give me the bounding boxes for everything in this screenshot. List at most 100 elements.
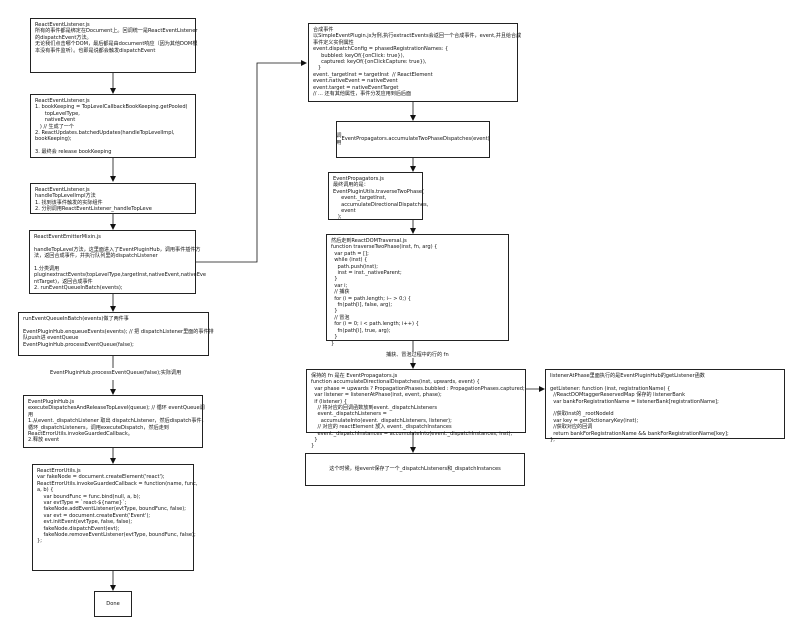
text-line: var evtType = `react-${name}`; — [37, 500, 127, 507]
text-line: } — [331, 308, 338, 315]
text-line: ReactErrorUtils.js — [37, 468, 81, 474]
text-line: event.nativeEvent = nativeEvent — [313, 78, 398, 85]
text-line: }; — [37, 538, 42, 545]
text-line: 合成事件 — [313, 27, 334, 33]
text-line: path.push(inst); — [331, 263, 379, 270]
text-line: 2. ReactUpdates.batchedUpdates(handleTop… — [35, 130, 175, 137]
text-line: 以SimpleEventPlugin.js为例,执行extractEvents会… — [313, 33, 522, 40]
text-line: EventPluginHub.enqueueEvents(events); //… — [23, 328, 214, 335]
text-line: //获取对应的回调 — [550, 424, 593, 431]
text-line: ReactEventEmitterMixin.js — [34, 234, 101, 240]
text-line: } — [311, 443, 315, 450]
text-line: accumulateDirectionalDispatches, — [333, 201, 429, 208]
text-line: fakeNode.dispatchEvent(evt); — [37, 525, 120, 532]
text-line: ReactErrorUtils.invokeGuardedCallback = … — [37, 480, 198, 487]
text-line: fakeNode.addEventListener(evtType, bound… — [37, 506, 186, 513]
text-line: Done — [106, 600, 120, 607]
text-line: 这个时候，给event保存了一个_dispatchListeners和_disp… — [329, 466, 501, 473]
text-line: 调用 — [336, 133, 342, 146]
text-line: listenerAtPhase里面执行的是EventPluginHub的getL… — [550, 373, 705, 379]
text-line: 队push进 eventQueue — [23, 335, 79, 342]
text-line: getListener: function (inst, registratio… — [550, 385, 671, 392]
text-line: 然后走到ReactDOMTraversal.js — [331, 238, 407, 244]
text-line: ReactEventListener.js — [35, 187, 90, 193]
text-line: 1.从event._dispatchListener 取出 dispatchLi… — [28, 418, 207, 425]
text-line: 循环_dispatchListeners，调用executeDispatch，然… — [28, 424, 169, 431]
text-line: } — [331, 334, 338, 341]
text-line: 无论我们点击哪个DOM，最后都是由document响应（因为其他DOM根 — [35, 41, 198, 48]
text-line: EventPropagators.js — [333, 176, 384, 182]
text-line: } — [313, 65, 322, 72]
text-line: pluginextractEvents(topLevelType,targetI… — [34, 272, 207, 279]
text-line: var boundFunc = func.bind(null, a, b); — [37, 493, 141, 500]
text-line: 3. 最终会 release bookKeeping — [35, 149, 112, 156]
text-line: ntTarget)，返回合成事件 — [34, 278, 93, 285]
text-line: 1. 找到该事件触发的实际组件 — [35, 199, 103, 206]
text-line: 事件定义实例属性 — [313, 39, 354, 46]
text-line: executeDispatchesAndReleaseTopLevel(queu… — [28, 405, 205, 412]
dispatch-result-box: 这个时候，给event保存了一个_dispatchListeners和_disp… — [305, 453, 525, 486]
process-event-queue-label: EventPluginHub.processEventQueue(false);… — [50, 370, 182, 377]
text-line: 所有的事件都是绑定在Document上。回调统一是ReactEventListe… — [35, 28, 198, 35]
text-line: EventPluginHub.js — [28, 399, 75, 405]
text-line: for (i = path.length; i-- > 0;) { — [331, 295, 411, 302]
text-line: while (inst) { — [331, 257, 368, 264]
text-line: nativeEvent — [35, 117, 76, 124]
text-line: 2.释放 event — [28, 437, 60, 444]
text-line: event._dispatchInstances = accumulateInt… — [311, 430, 513, 437]
get-listener-box: listenerAtPhase里面执行的是EventPluginHub的getL… — [545, 369, 785, 443]
text-line: 法，返回合成事件，并执行队列里的dispatchListener — [34, 253, 158, 260]
text-line: // 冒泡 — [331, 314, 350, 321]
text-line: event — [333, 208, 356, 215]
text-line: EventPluginHub.processEventQueue(false); — [23, 341, 134, 348]
text-line: function accumulateDirectionalDispatches… — [311, 379, 480, 386]
text-line: //获取inst的 _rootNodeId — [550, 411, 614, 418]
text-line: EventPropagators.accumulateTwoPhaseDispa… — [341, 136, 490, 143]
text-line: 2. runEventQueueInBatch(events); — [34, 285, 123, 292]
text-line: event._targetInst, — [333, 195, 387, 202]
text-line: }, — [550, 437, 555, 444]
text-line: event._targetInst = targetInst // ReactE… — [313, 71, 433, 78]
text-line: 保持的 fn 是在 EventPropagators.js — [311, 373, 398, 379]
text-line: handleTopLevel方法，这里面进入了EventPluginHub，调用… — [34, 246, 201, 253]
text-line: 用 — [28, 411, 34, 418]
text-line: ) // 生成了一个 — [35, 123, 74, 130]
text-line: var fakeNode = document.createElement('r… — [37, 474, 165, 481]
text-line: event.target = nativeEventTarget — [313, 84, 399, 91]
text-line: var key = getDictionaryKey(inst); — [550, 417, 639, 424]
text-line: ); — [333, 214, 342, 221]
text-line: 1.分类调用 — [34, 266, 60, 273]
text-line: var bankForRegistrationName = listenerBa… — [550, 398, 719, 405]
text-line: var evt = document.createEvent('Event'); — [37, 512, 151, 519]
text-line: 最终调用的是： — [333, 182, 369, 189]
text-line: ReactEventListener.js — [35, 98, 90, 104]
text-line: } — [331, 276, 338, 283]
capture-bubble-label: 捕获、冒泡过程中的行的 fn — [386, 352, 449, 359]
text-line: if (listener) { — [311, 398, 347, 405]
text-line: ReactErrorUtils.invokeGuardedCallback。 — [28, 431, 133, 438]
text-line: evt.initEvent(evtType, false, false); — [37, 519, 133, 526]
text-line: accumulateInto(event._dispatchListeners,… — [311, 417, 452, 424]
text-line: var listener = listenerAtPhase(inst, eve… — [311, 392, 442, 399]
text-line: //ReactDOMtaggerReservedMap 保存的 listener… — [550, 392, 686, 399]
text-line: a, b) { — [37, 487, 54, 494]
text-line: runEventQueueInBatch(events)做了两件事 — [23, 316, 129, 322]
text-line: } — [331, 340, 335, 347]
text-line: 2. 分别调用ReactEventListener_handleTopLeve — [35, 206, 152, 213]
text-line: // 将对应的回调函数放到event._dispatchListeners — [311, 405, 437, 412]
text-line: ReactEventListener.js — [35, 22, 90, 28]
text-line: bookKeeping); — [35, 136, 72, 143]
event-emitter-mixin-box: ReactEventEmitterMixin.js handleTopLevel… — [29, 230, 207, 294]
text-line: captured: keyOf({onClickCapture: true}), — [313, 59, 427, 66]
text-line: topLevelType, — [35, 110, 80, 117]
text-line: return bankForRegistrationName && bankFo… — [550, 430, 729, 437]
text-line: function traverseTwoPhase(inst, fn, arg)… — [331, 244, 438, 251]
